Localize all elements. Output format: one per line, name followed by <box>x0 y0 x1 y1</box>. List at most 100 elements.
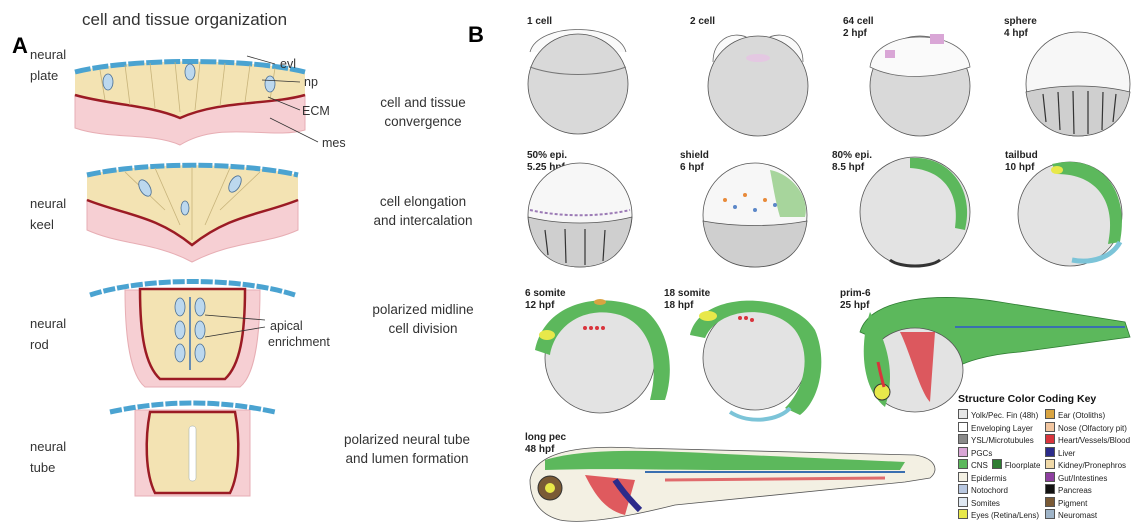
color-key-label: Enveloping Layer <box>971 424 1033 433</box>
color-swatch <box>958 434 968 444</box>
color-key-label: Neuromast <box>1058 511 1097 520</box>
color-key-label: CNS <box>971 461 988 470</box>
neural-keel-diagram <box>85 160 300 265</box>
process-label-elongation: cell elongation and intercalation <box>355 192 491 230</box>
color-swatch <box>958 509 968 519</box>
color-swatch <box>958 409 968 419</box>
color-swatch <box>1045 422 1055 432</box>
embryo-sphere <box>1018 22 1135 140</box>
color-key-label: YSL/Microtubules <box>971 436 1034 445</box>
color-key-label: Somites <box>971 499 1000 508</box>
process-label-midline-division: polarized midline cell division <box>355 300 491 338</box>
color-key-label-floorplate: Floorplate <box>1005 461 1041 470</box>
color-key-label: Gut/Intestines <box>1058 474 1107 483</box>
color-swatch <box>1045 484 1055 494</box>
stage-line: neural <box>30 313 66 334</box>
embryo-18-somite <box>680 290 830 425</box>
color-key-item: Pancreas <box>1045 484 1092 494</box>
process-line: cell and tissue <box>355 93 491 112</box>
embryo-2-cell <box>698 22 818 140</box>
label-np: np <box>304 75 318 89</box>
label-ecm: ECM <box>302 104 330 118</box>
color-key-item: Yolk/Pec. Fin (48h) <box>958 409 1038 419</box>
embryo-50-epiboly <box>520 155 640 273</box>
color-key-label: Yolk/Pec. Fin (48h) <box>971 411 1038 420</box>
color-key-right-column: Ear (Otoliths) Nose (Olfactory pit) Heart/… <box>1045 409 1135 524</box>
embryo-80-epiboly <box>855 150 975 275</box>
color-key-label: Heart/Vessels/Blood <box>1058 436 1130 445</box>
label-mes: mes <box>322 136 346 150</box>
color-swatch <box>1045 497 1055 507</box>
color-swatch <box>1045 509 1055 519</box>
process-line: and lumen formation <box>338 449 476 468</box>
enrichment-line: enrichment <box>268 334 330 350</box>
process-line: cell division <box>355 319 491 338</box>
color-key-label: Kidney/Pronephros <box>1058 461 1126 470</box>
color-key-item: Nose (Olfactory pit) <box>1045 422 1127 432</box>
color-key-item: Neuromast <box>1045 509 1097 519</box>
label-evl: evl <box>280 57 296 71</box>
color-key-label: Pigment <box>1058 499 1087 508</box>
color-swatch <box>1045 447 1055 457</box>
color-key-item: Epidermis <box>958 472 1007 482</box>
color-key-label: PGCs <box>971 449 992 458</box>
color-key-label: Liver <box>1058 449 1075 458</box>
stage-line: keel <box>30 214 66 235</box>
color-key-item: Notochord <box>958 484 1008 494</box>
color-key-title: Structure Color Coding Key <box>958 393 1096 405</box>
color-swatch <box>1045 472 1055 482</box>
color-swatch <box>992 459 1002 469</box>
stage-label-neural-keel: neural keel <box>30 193 66 235</box>
color-key-item: Enveloping Layer <box>958 422 1033 432</box>
color-swatch <box>958 497 968 507</box>
process-line: polarized midline <box>355 300 491 319</box>
embryo-long-pec <box>525 440 945 526</box>
process-line: cell elongation <box>355 192 491 211</box>
stage-line: neural <box>30 193 66 214</box>
stage-label-neural-rod: neural rod <box>30 313 66 355</box>
panel-b-letter: B <box>468 22 484 48</box>
embryo-shield <box>695 155 815 273</box>
apical-line: apical <box>268 318 330 334</box>
neural-tube-diagram <box>105 398 280 498</box>
color-key-label: Epidermis <box>971 474 1007 483</box>
stage-line: tube <box>30 457 66 478</box>
color-key-item: Heart/Vessels/Blood <box>1045 434 1130 444</box>
color-swatch <box>958 459 968 469</box>
color-swatch <box>958 484 968 494</box>
embryo-tailbud <box>1012 152 1132 277</box>
process-line: convergence <box>355 112 491 131</box>
color-key-item: Kidney/Pronephros <box>1045 459 1126 469</box>
color-key-left-column: Yolk/Pec. Fin (48h) Enveloping LayerYSL/M… <box>958 409 1048 524</box>
stage-label-neural-tube: neural tube <box>30 436 66 478</box>
color-key-label: Pancreas <box>1058 486 1092 495</box>
color-key-label: Nose (Olfactory pit) <box>1058 424 1127 433</box>
color-swatch <box>958 447 968 457</box>
process-line: and intercalation <box>355 211 491 230</box>
color-key-item: Liver <box>1045 447 1075 457</box>
color-key-label: Ear (Otoliths) <box>1058 411 1105 420</box>
color-key-item: PGCs <box>958 447 992 457</box>
color-key-label: Notochord <box>971 486 1008 495</box>
stage-line: rod <box>30 334 66 355</box>
color-swatch <box>1045 434 1055 444</box>
stage-line: neural <box>30 436 66 457</box>
color-swatch <box>958 472 968 482</box>
color-key-label: Eyes (Retina/Lens) <box>971 511 1039 520</box>
color-key-item: Eyes (Retina/Lens) <box>958 509 1039 519</box>
color-swatch <box>958 422 968 432</box>
color-key-item: YSL/Microtubules <box>958 434 1034 444</box>
process-label-lumen-formation: polarized neural tube and lumen formatio… <box>338 430 476 468</box>
embryo-1-cell <box>518 22 638 140</box>
color-key-item: CNS Floorplate <box>958 459 1040 469</box>
embryo-64-cell <box>860 22 978 140</box>
color-key-item: Pigment <box>1045 497 1087 507</box>
color-swatch <box>1045 459 1055 469</box>
color-swatch <box>1045 409 1055 419</box>
process-label-convergence: cell and tissue convergence <box>355 93 491 131</box>
embryo-6-somite <box>525 290 675 420</box>
label-apical-enrichment: apical enrichment <box>268 318 330 350</box>
color-key-item: Ear (Otoliths) <box>1045 409 1105 419</box>
process-line: polarized neural tube <box>338 430 476 449</box>
color-key-item: Somites <box>958 497 1000 507</box>
